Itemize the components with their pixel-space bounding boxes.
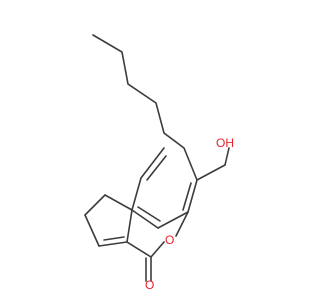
ring-bond-4-inner [137,206,161,222]
structure-canvas: OH O O [84,34,234,292]
hydroxyl-bond-group [224,147,230,166]
ring-bond-6-inner [146,155,167,181]
cp-bond-4-inner [103,236,125,241]
cp-bond-1 [104,194,133,211]
pyranone-ring [126,209,189,282]
ring-bond-5 [131,177,142,211]
hexyl-chain [92,34,198,181]
cyclopentane-ring [84,194,133,247]
cp-bond-4 [98,241,128,247]
aromatic-ring [131,147,226,229]
ring-bond-3 [157,211,189,229]
ring-bond-2-inner [182,182,192,211]
molecule-drawing [84,34,230,282]
ring-bond-6 [140,147,165,179]
ring-o-bond-2 [150,241,165,258]
cp-bond-3 [84,214,100,247]
hydroxyl-bond [224,147,230,166]
ring-bond-1 [196,164,226,181]
ring-bond-2 [187,179,198,213]
lactone-bond [126,241,152,258]
ring-bond-4 [131,209,159,229]
ring-fusion-bond [126,209,133,243]
ring-oxygen-label: O [165,233,175,247]
hydroxyl-label: OH [216,136,234,150]
carbonyl-oxygen-label: O [145,278,155,292]
cp-bond-2 [84,194,106,216]
ring-o-bond-1 [175,211,189,237]
hexyl-chain-bonds [92,34,198,181]
